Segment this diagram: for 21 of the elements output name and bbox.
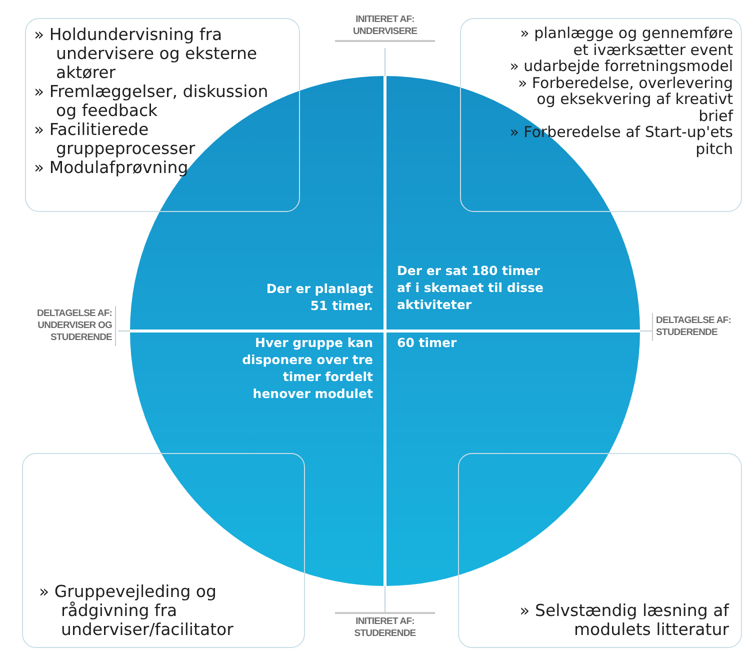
rounded-card <box>25 18 300 212</box>
bullet-item: » Modulafprøvning <box>34 158 190 177</box>
axis-label: INITIERET AF: STUDERENDE <box>335 612 435 642</box>
rounded-card <box>458 453 742 648</box>
axis-label: DELTAGELSE AF: STUDERENDE <box>652 313 748 341</box>
bullet-item: » Fremlæggelser, diskussion og feedback <box>34 82 270 120</box>
rounded-card <box>22 453 305 648</box>
bullet-item: » Holdundervisning fra undervisere og eksterne aktører <box>34 25 258 82</box>
bullet-item: » udarbejde forretningsmodel <box>508 58 733 74</box>
quadrant-text: 60 timer <box>397 334 458 351</box>
bullet-item: » Forberedelse, overlevering og eksekvering af kreativt brief <box>516 74 733 124</box>
quadrant-text: Der er planlagt 51 timer. <box>265 280 373 314</box>
quadrant-text: Hver gruppe kan disponere over tre timer fordelt henover modulet <box>241 334 373 402</box>
bullet-item: » Selvstændig læsning af modulets litteratur <box>518 601 729 639</box>
bullet-item: » planlægge og gennemføre et iværksætter event <box>519 25 733 58</box>
bullet-item: » Facilitierede gruppeprocesser <box>34 120 196 158</box>
axis-label: DELTAGELSE AF: UNDERVISER OG STUDERENDE <box>0 306 116 346</box>
rounded-card <box>460 18 742 212</box>
axis-label: INITIERET AF: UNDERVISERE <box>335 12 435 42</box>
quadrant-text: Der er sat 180 timer af i skemaet til disse aktiviteter <box>397 262 545 313</box>
bullet-item: » Gruppevejleding og rådgivning fra underviser/facilitator <box>39 582 234 639</box>
